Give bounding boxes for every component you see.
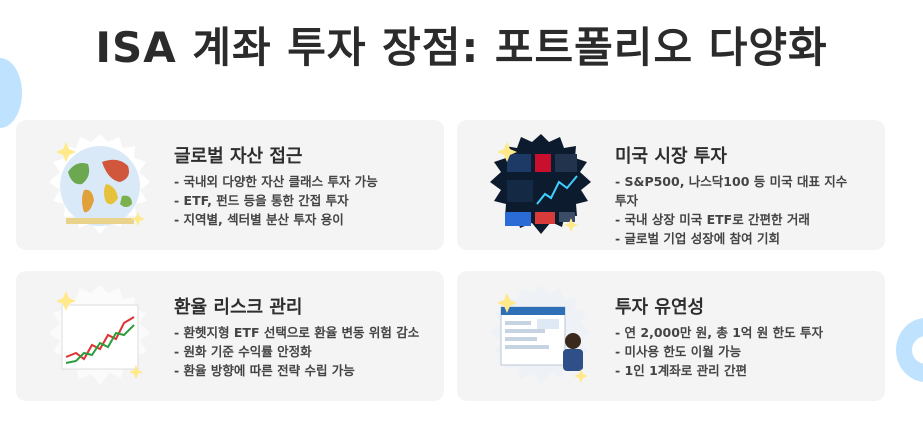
card-title: 미국 시장 투자 xyxy=(615,146,727,167)
decorative-blob-left xyxy=(0,58,22,128)
page-title: ISA 계좌 투자 장점: 포트폴리오 다양화 xyxy=(95,23,828,72)
card-fx-risk: 환율 리스크 관리 - 환헷지형 ETF 선택으로 환율 변동 위험 감소 - … xyxy=(16,271,444,401)
bullet-item: - 원화 기준 수익률 안정화 xyxy=(174,344,312,359)
card-flexibility: 투자 유연성 - 연 2,000만 원, 총 1억 원 한도 투자 - 미사용 … xyxy=(457,271,885,401)
card-title: 투자 유연성 xyxy=(615,297,705,318)
bullet-item: - ETF, 펀드 등을 통한 간접 투자 xyxy=(174,193,349,208)
decorative-ring-right xyxy=(896,318,923,382)
bullet-item: - 국내외 다양한 자산 클래스 투자 가능 xyxy=(174,174,378,189)
bullet-item: - 지역별, 섹터별 분산 투자 용이 xyxy=(174,212,344,227)
bullet-item: - 국내 상장 미국 ETF로 간편한 거래 xyxy=(615,212,810,227)
card-title: 글로벌 자산 접근 xyxy=(174,146,303,167)
bullet-item: - 미사용 한도 이월 가능 xyxy=(615,344,742,359)
card-bullet-list: - 국내외 다양한 자산 클래스 투자 가능 - ETF, 펀드 등을 통한 간… xyxy=(174,172,422,229)
exchange-rate-chart-icon xyxy=(46,283,154,391)
bullet-item: - 글로벌 기업 성장에 참여 기회 xyxy=(615,231,780,246)
card-global-assets: 글로벌 자산 접근 - 국내외 다양한 자산 클래스 투자 가능 - ETF, … xyxy=(16,120,444,250)
card-bullet-list: - 연 2,000만 원, 총 1억 원 한도 투자 - 미사용 한도 이월 가… xyxy=(615,323,863,380)
card-bullet-list: - S&P500, 나스닥100 등 미국 대표 지수 투자 - 국내 상장 미… xyxy=(615,172,863,248)
card-title: 환율 리스크 관리 xyxy=(174,297,303,318)
card-us-market: 미국 시장 투자 - S&P500, 나스닥100 등 미국 대표 지수 투자 … xyxy=(457,120,885,250)
bullet-item: - 환헷지형 ETF 선택으로 환율 변동 위험 감소 xyxy=(174,325,420,340)
card-bullet-list: - 환헷지형 ETF 선택으로 환율 변동 위험 감소 - 원화 기준 수익률 … xyxy=(174,323,422,380)
investor-dashboard-icon xyxy=(487,283,595,391)
bullet-item: - 1인 1계좌로 관리 간편 xyxy=(615,363,747,378)
bullet-item: - 환율 방향에 따른 전략 수립 가능 xyxy=(174,363,355,378)
stock-ticker-board-icon xyxy=(487,132,595,240)
bullet-item: - S&P500, 나스닥100 등 미국 대표 지수 투자 xyxy=(615,174,848,208)
world-map-icon xyxy=(46,132,154,240)
bullet-item: - 연 2,000만 원, 총 1억 원 한도 투자 xyxy=(615,325,823,340)
